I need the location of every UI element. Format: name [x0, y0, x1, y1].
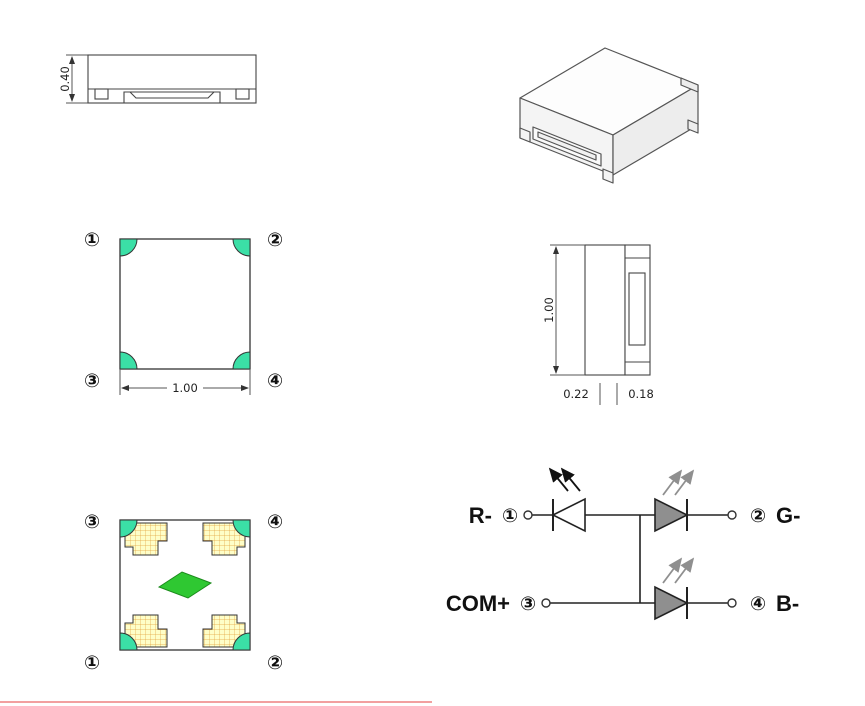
front-view-drawing: 0.40: [58, 54, 257, 104]
side-view-drawing: 1.00 0.22 0.18: [542, 244, 654, 405]
terminal-pin-1: [523, 510, 533, 520]
iso-corner-tab: [680, 77, 699, 93]
pin-number-bottom-right: ②: [267, 652, 283, 674]
net-label-common: COM+: [446, 591, 510, 616]
front-height-dimension-lines: [66, 54, 88, 104]
side-right-dim-label: 0.18: [628, 387, 654, 401]
circuit-schematic-drawing: R- ① ② G- COM+ ③ ④ B-: [446, 467, 800, 621]
led-blue-symbol: [654, 557, 695, 621]
circuit-schematic: R- ① ② G- COM+ ③ ④ B-: [432, 455, 857, 659]
emission-arrow: [674, 469, 695, 496]
iso-corner-tab: [687, 119, 699, 134]
pin-4-number: ④: [750, 593, 766, 615]
led-die-diamond: [157, 571, 213, 599]
emission-arrow: [662, 557, 683, 584]
page-edge-red-line: [0, 701, 432, 703]
pin-3-number: ③: [520, 593, 536, 615]
side-left-dim-label: 0.22: [563, 387, 589, 401]
front-view: 0.40: [58, 45, 268, 129]
side-view: 1.00 0.22 0.18: [520, 228, 695, 417]
pin-number-top-right: ②: [267, 229, 283, 251]
iso-corner-tab: [519, 127, 531, 143]
top-view: 1.00 ① ② ③ ④: [72, 215, 292, 409]
net-label-red: R-: [469, 503, 492, 528]
terminal-pin-3: [541, 598, 551, 608]
terminal-pin-2: [727, 510, 737, 520]
schematic-wires: [532, 514, 728, 604]
net-label-green: G-: [776, 503, 800, 528]
front-height-dim-label: 0.40: [58, 66, 72, 92]
bottom-view: ③ ④ ① ②: [72, 492, 292, 686]
pin-number-top-right: ④: [267, 511, 283, 533]
isometric-view: [500, 30, 715, 199]
pin-number-top-left: ③: [84, 511, 100, 533]
emission-arrow: [560, 467, 581, 492]
led-red-symbol: [548, 467, 586, 533]
iso-package-body: [519, 47, 699, 184]
top-width-dimension-lines: [119, 369, 251, 395]
emission-arrow: [674, 557, 695, 584]
terminal-pin-4: [727, 598, 737, 608]
top-width-dim-label: 1.00: [172, 381, 198, 395]
pin-number-bottom-right: ④: [267, 370, 283, 392]
isometric-view-drawing: [519, 47, 699, 184]
bottom-view-drawing: ③ ④ ① ②: [84, 511, 283, 674]
front-view-package-outline: [87, 54, 257, 104]
pin-2-number: ②: [750, 505, 766, 527]
pin-number-bottom-left: ③: [84, 370, 100, 392]
emission-arrow: [548, 467, 569, 492]
top-view-drawing: 1.00 ① ② ③ ④: [84, 229, 283, 395]
pin-number-bottom-left: ①: [84, 652, 100, 674]
top-view-package-outline: [119, 238, 251, 370]
pin-1-number: ①: [502, 505, 518, 527]
led-green-symbol: [654, 469, 695, 533]
side-dimension-lines: [550, 244, 618, 405]
side-height-dim-label: 1.00: [542, 297, 556, 323]
pin-number-top-left: ①: [84, 229, 100, 251]
iso-corner-tab: [602, 168, 614, 184]
side-view-package-outline: [584, 244, 651, 376]
emission-arrow: [662, 469, 683, 496]
net-label-blue: B-: [776, 591, 799, 616]
